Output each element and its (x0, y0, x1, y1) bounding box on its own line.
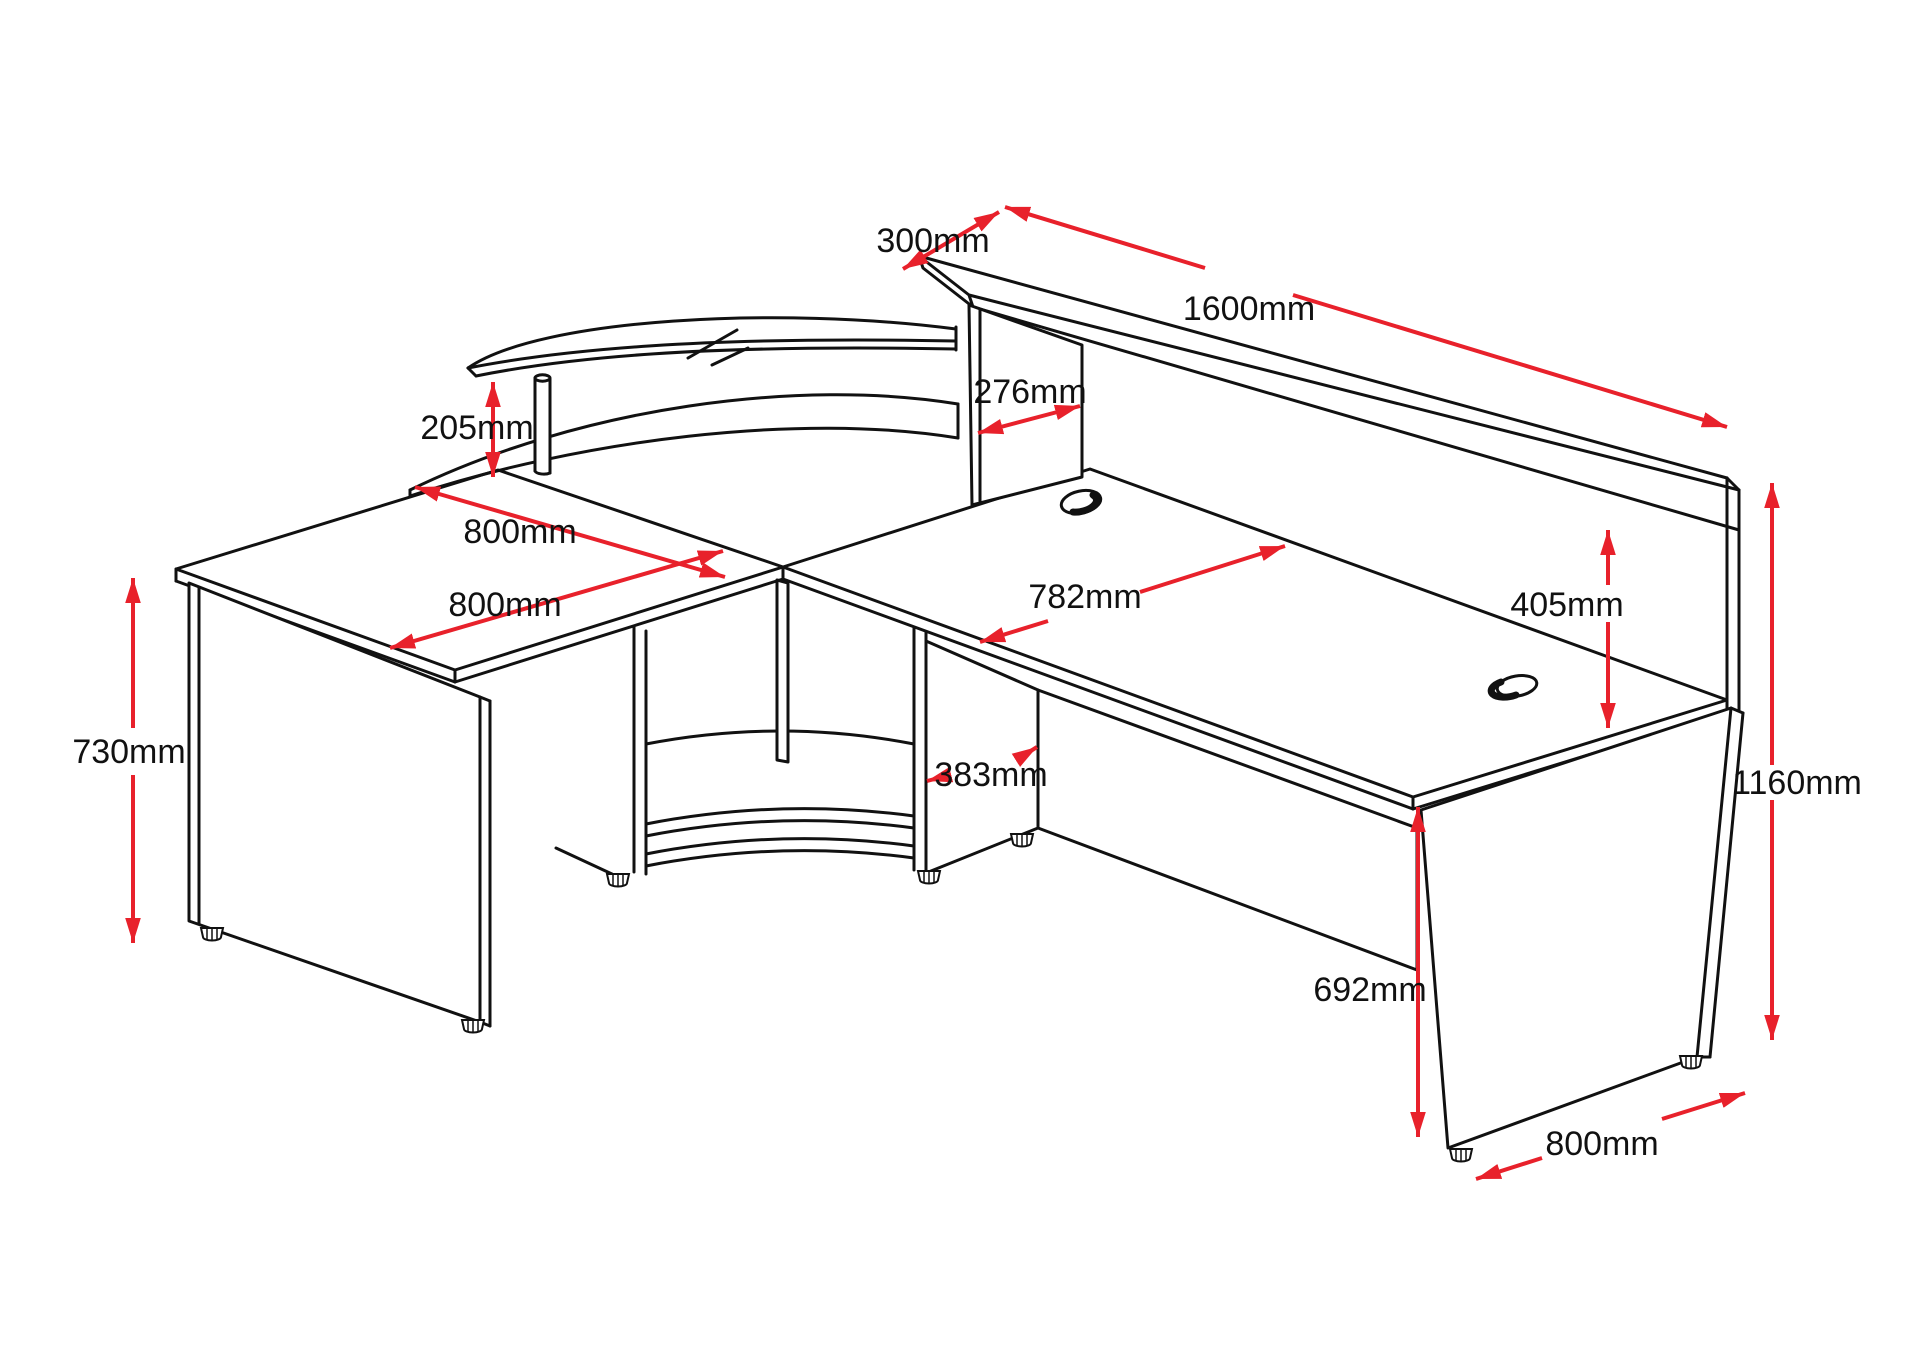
corner-counter-curve (408, 393, 960, 498)
desk-foot (200, 927, 224, 942)
dim-pedestal-383: 383mm (926, 745, 1048, 794)
dim-hutch-depth-300: 300mm (876, 210, 1001, 271)
desk-foot (1010, 833, 1034, 848)
dim-label-730mm: 730mm (72, 733, 185, 771)
dim-main-desk-782: 782mm (979, 544, 1286, 644)
corner-unit (554, 578, 1419, 972)
dim-hutch-panel-276: 276mm (973, 373, 1087, 435)
glass-back-edge (466, 316, 958, 370)
desk-foot (1449, 1148, 1473, 1163)
desk-foot (1679, 1055, 1703, 1070)
dim-label-1600mm: 1600mm (1183, 290, 1315, 328)
dim-hutch-height-405: 405mm (1510, 530, 1624, 728)
dim-hutch-length-1600: 1600mm (1004, 205, 1728, 429)
desk-foot (461, 1019, 485, 1034)
dimension-annotations: 300mm 1600mm 276mm 205mm 800mm 800mm 782… (72, 205, 1862, 1181)
desk-foot (917, 870, 941, 885)
dim-left-desk-800-b: 800mm (389, 549, 724, 650)
glass-shelf-post (533, 373, 552, 476)
dim-label-800mm-c: 800mm (1545, 1125, 1658, 1163)
glass-reflection-mark (686, 328, 739, 360)
dim-underdesk-692: 692mm (1313, 807, 1427, 1137)
dim-label-782mm: 782mm (1028, 578, 1141, 616)
cable-grommet-right (1487, 674, 1539, 701)
dim-label-692mm: 692mm (1313, 971, 1426, 1009)
cable-grommet-left (1059, 488, 1103, 516)
dim-overall-height-1160: 1160mm (1732, 483, 1862, 1040)
left-desk (174, 468, 785, 1034)
hutch-top-back-edge (917, 254, 1729, 480)
glass-shelf (466, 316, 958, 378)
hutch-top-front-edge (967, 293, 1741, 492)
dim-label-300mm: 300mm (876, 222, 989, 260)
dim-label-405mm: 405mm (1510, 586, 1623, 624)
dim-label-800mm-a: 800mm (463, 513, 576, 551)
dim-left-desk-height-730: 730mm (72, 578, 186, 943)
right-end-panel (1419, 706, 1745, 1163)
dim-glass-clearance-205: 205mm (420, 382, 534, 477)
dim-label-205mm: 205mm (420, 409, 533, 447)
dim-label-1160mm: 1160mm (1732, 764, 1862, 802)
glass-reflection-mark (710, 346, 750, 367)
dim-label-800mm-b: 800mm (448, 586, 561, 624)
desk-foot (606, 873, 630, 888)
dim-label-383mm: 383mm (934, 756, 1047, 794)
dim-label-276mm: 276mm (973, 373, 1086, 411)
hutch-top-bottom-edge (971, 305, 1741, 532)
dim-end-depth-800: 800mm (1475, 1091, 1746, 1181)
glass-front-edge (466, 338, 958, 370)
glass-thickness-edge (474, 346, 958, 378)
corner-post (775, 578, 790, 764)
